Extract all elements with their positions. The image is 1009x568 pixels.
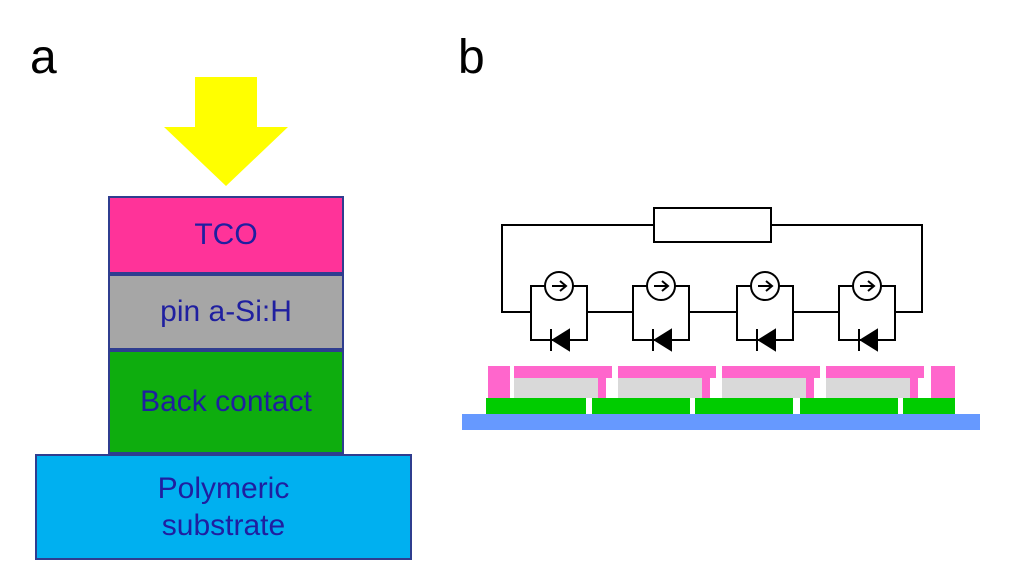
tco-interconnect xyxy=(598,378,606,398)
cell-3 xyxy=(736,271,794,354)
module-back-contacts xyxy=(486,398,955,414)
back-contact-segment xyxy=(592,398,690,414)
current-arrow-head xyxy=(559,280,568,292)
panel-label-b: b xyxy=(458,31,485,84)
substrate-label-line1: Polymeric xyxy=(157,471,290,505)
circuit-wire-right xyxy=(771,224,923,313)
back-contact-label: Back contact xyxy=(140,385,312,419)
substrate-label-line2: substrate xyxy=(161,509,286,542)
circuit-wire-left xyxy=(501,224,654,313)
tco-segment xyxy=(618,366,716,378)
panel-label-a: a xyxy=(30,31,57,84)
back-contact-segment xyxy=(903,398,955,414)
cell-4 xyxy=(838,271,896,354)
light-arrow xyxy=(164,77,288,186)
tco-segment xyxy=(722,366,820,378)
pin-segment xyxy=(618,378,702,398)
current-arrow-head xyxy=(867,280,876,292)
pin-segment xyxy=(514,378,598,398)
pin-segment xyxy=(722,378,806,398)
pin-layer: pin a-Si:H xyxy=(108,274,344,350)
tco-label: TCO xyxy=(194,218,258,252)
tco-interconnect xyxy=(910,378,918,398)
tco-segment xyxy=(826,366,924,378)
back-contact-segment xyxy=(486,398,586,414)
back-contact-layer: Back contact xyxy=(108,350,344,454)
current-arrow-head xyxy=(661,280,670,292)
pin-label: pin a-Si:H xyxy=(160,295,292,329)
module-substrate xyxy=(462,414,980,430)
module-cross-section xyxy=(462,366,980,430)
cell-group xyxy=(530,271,896,354)
cell-1 xyxy=(530,271,588,354)
tco-end-left xyxy=(488,366,510,398)
back-contact-segment xyxy=(695,398,793,414)
cell-2 xyxy=(632,271,690,354)
tco-segment xyxy=(514,366,612,378)
tco-layer: TCO xyxy=(108,196,344,274)
tco-interconnect xyxy=(806,378,814,398)
tco-interconnect xyxy=(702,378,710,398)
load-resistor xyxy=(653,207,772,243)
current-arrow-head xyxy=(765,280,774,292)
back-contact-segment xyxy=(800,398,898,414)
circuit xyxy=(501,207,923,313)
module-tco-layers xyxy=(488,366,955,398)
substrate-layer: Polymeric substrate xyxy=(35,454,412,560)
module-pin-layers xyxy=(514,378,910,398)
pin-segment xyxy=(826,378,910,398)
tco-end-right xyxy=(931,366,955,398)
